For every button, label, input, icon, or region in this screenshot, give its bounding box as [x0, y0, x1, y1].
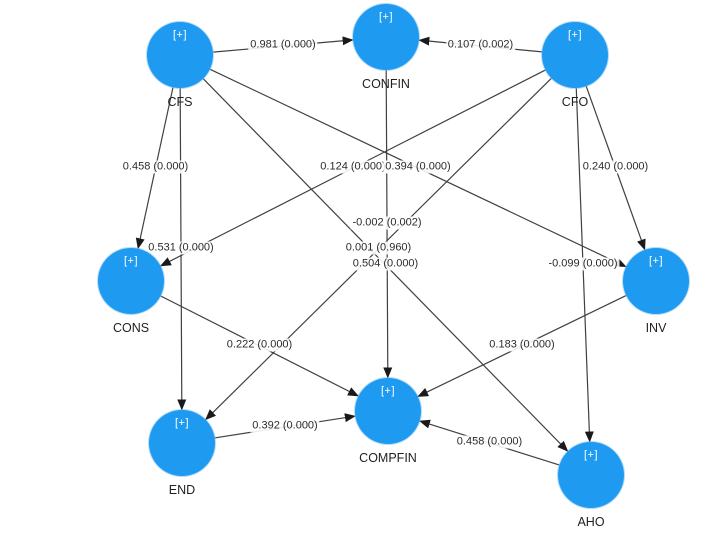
node-label-end: END — [168, 483, 196, 497]
expand-indicators-icon[interactable]: [+] — [648, 255, 664, 267]
node-cfs[interactable]: [+] — [147, 22, 213, 88]
expand-indicators-icon[interactable]: [+] — [174, 417, 190, 429]
path-coefficient-cons-compfin: 0.222 (0.000) — [224, 338, 295, 352]
node-cons[interactable]: [+] — [98, 248, 164, 314]
path-coefficient-end-compfin: 0.392 (0.000) — [250, 419, 320, 433]
expand-indicators-icon[interactable]: [+] — [172, 29, 188, 41]
path-coefficient-cfo-cons: 0.124 (0.000) — [318, 160, 388, 174]
path-coefficient-cfo-inv: 0.240 (0.000) — [580, 160, 651, 174]
expand-indicators-icon[interactable]: [+] — [378, 11, 394, 23]
node-label-inv: INV — [645, 321, 667, 335]
node-label-confin: CONFIN — [362, 77, 410, 91]
node-label-cfo: CFO — [561, 95, 589, 109]
node-compfin[interactable]: [+] — [355, 378, 421, 444]
path-coefficient-cfs-cons: 0.458 (0.000) — [120, 160, 191, 174]
path-coefficient-aho-compfin: 0.458 (0.000) — [454, 435, 525, 449]
expand-indicators-icon[interactable]: [+] — [380, 385, 396, 397]
path-coefficient-confin-compfin: -0.002 (0.002) — [350, 216, 424, 230]
node-inv[interactable]: [+] — [623, 248, 689, 314]
node-label-cfs: CFS — [167, 95, 193, 109]
node-end[interactable]: [+] — [149, 410, 215, 476]
path-coefficient-cfo-confin: 0.107 (0.002) — [445, 38, 516, 52]
node-aho[interactable]: [+] — [558, 442, 624, 508]
node-cfo[interactable]: [+] — [542, 22, 608, 88]
path-coefficient-cfs-inv: 0.394 (0.000) — [383, 160, 453, 174]
expand-indicators-icon[interactable]: [+] — [123, 255, 139, 267]
path-coefficient-cfs-end: 0.531 (0.000) — [146, 241, 216, 255]
node-confin[interactable]: [+] — [353, 4, 419, 70]
path-coefficient-cfs-confin: 0.981 (0.000) — [248, 38, 318, 52]
node-label-cons: CONS — [112, 321, 150, 335]
path-coefficient-cfo-aho: -0.099 (0.000) — [546, 257, 620, 271]
path-coefficient-cfo-end: 0.001 (0.960) — [343, 241, 414, 255]
path-coefficient-cfs-aho: 0.504 (0.000) — [350, 257, 421, 271]
node-label-aho: AHO — [577, 515, 605, 529]
path-coefficient-inv-compfin: 0.183 (0.000) — [487, 338, 557, 352]
expand-indicators-icon[interactable]: [+] — [583, 449, 599, 461]
node-label-compfin: COMPFIN — [359, 451, 417, 465]
expand-indicators-icon[interactable]: [+] — [567, 29, 583, 41]
